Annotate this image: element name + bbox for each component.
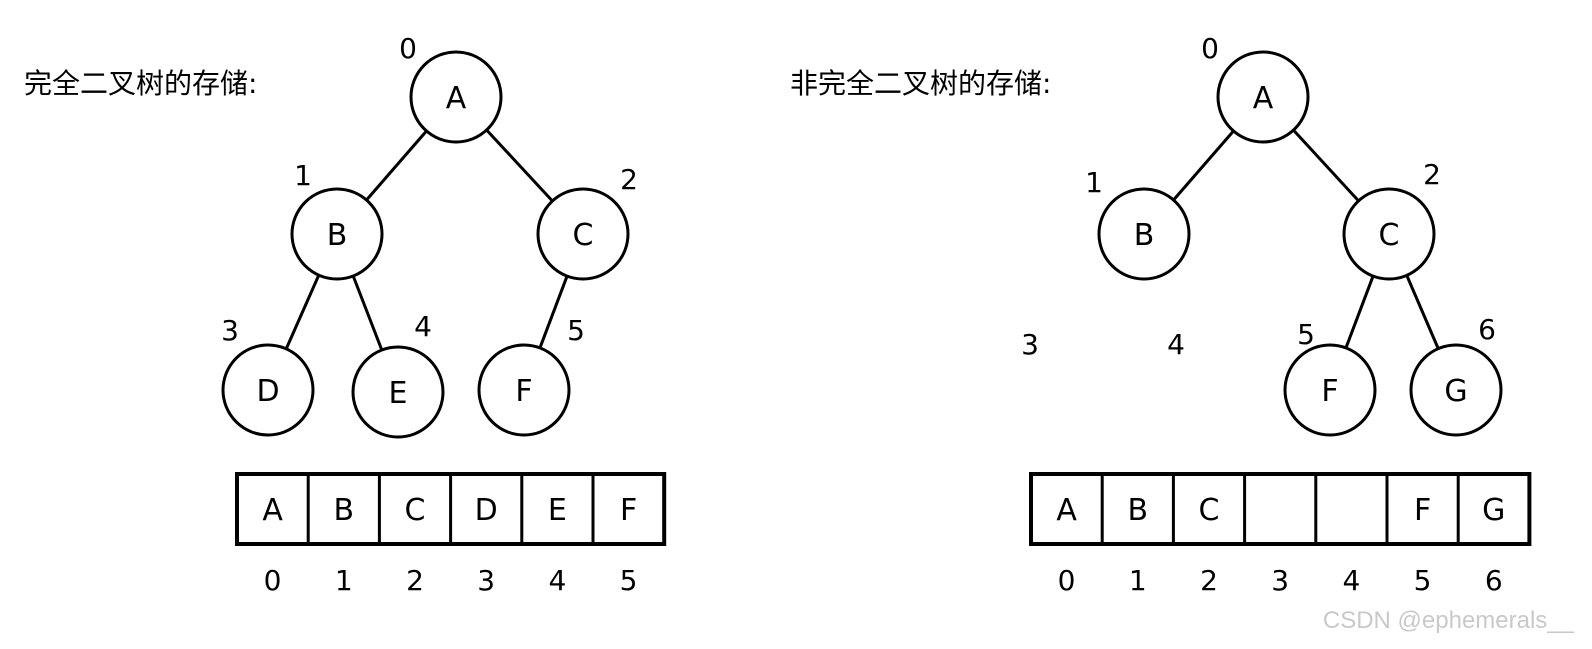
right-array-cell-value: C: [1199, 493, 1220, 528]
right-node-B: B: [1097, 187, 1191, 281]
left-node-E: E: [351, 345, 445, 439]
right-edge-C-F: [1344, 275, 1375, 349]
right-array-index: 1: [1129, 564, 1147, 597]
left-edge-A-B: [365, 129, 428, 202]
right-node-C: C: [1342, 187, 1436, 281]
right-array-index: 4: [1342, 564, 1360, 597]
left-edge-B-D: [284, 274, 321, 350]
right-node-A: A: [1216, 50, 1310, 144]
left-array-index: 4: [548, 564, 566, 597]
right-title: 非完全二叉树的存储:: [790, 67, 1052, 100]
left-node-label: D: [256, 374, 279, 409]
left-node-index: 2: [620, 163, 638, 196]
right-node-G: G: [1409, 343, 1503, 437]
left-edge-C-F: [538, 275, 569, 349]
left-array-index: 3: [477, 564, 495, 597]
left-array-cell-value: C: [405, 493, 426, 528]
right-array-cell-value: F: [1414, 493, 1431, 528]
left-node-B: B: [290, 187, 384, 281]
left-title: 完全二叉树的存储:: [24, 67, 258, 100]
left-tree-edges: [284, 128, 569, 351]
right-array-cell-value: B: [1128, 493, 1149, 528]
right-array-cell-value: A: [1056, 493, 1077, 528]
left-array-index: 5: [620, 564, 638, 597]
right-node-label: F: [1321, 374, 1338, 409]
left-node-label: B: [327, 218, 348, 253]
left-node-F: F: [477, 343, 571, 437]
left-node-index: 0: [399, 32, 417, 65]
right-array-index: 0: [1058, 564, 1076, 597]
right-node-label: B: [1134, 218, 1155, 253]
right-node-index: 4: [1167, 328, 1185, 361]
right-array-cell-value: G: [1482, 493, 1505, 528]
right-array-index: 5: [1414, 564, 1432, 597]
left-node-D: D: [221, 343, 315, 437]
left-node-label: F: [515, 374, 532, 409]
right-array-border: [1029, 472, 1532, 546]
left-array-cell-value: B: [334, 493, 355, 528]
left-node-index: 1: [294, 159, 312, 192]
left-array-cell-value: D: [475, 493, 498, 528]
left-node-label: C: [573, 218, 594, 253]
left-edge-A-C: [485, 128, 554, 203]
right-node-index: 6: [1478, 313, 1496, 346]
right-node-label: A: [1253, 81, 1274, 116]
left-node-label: A: [446, 81, 467, 116]
left-node-C: C: [536, 187, 630, 281]
right-array-index: 2: [1200, 564, 1218, 597]
right-node-index: 2: [1423, 158, 1441, 191]
right-node-F: F: [1283, 343, 1377, 437]
left-node-index: 3: [221, 314, 239, 347]
right-edge-A-B: [1172, 129, 1235, 202]
left-node-index: 4: [414, 310, 432, 343]
right-edge-C-G: [1405, 274, 1440, 350]
watermark: CSDN @ephemerals__: [1322, 607, 1574, 634]
right-tree-edges: [1172, 129, 1440, 350]
right-edge-A-C: [1292, 129, 1360, 202]
left-array-cell-value: F: [620, 493, 637, 528]
left-storage-array: A 0 B 1 C 2 D 3 E 4 F 5: [235, 472, 667, 597]
right-node-label: C: [1379, 218, 1400, 253]
right-node-index: 3: [1021, 328, 1039, 361]
left-array-cell-value: E: [548, 493, 567, 528]
right-storage-array: A 0 B 1 C 2 3 4 F 5 G 6: [1029, 472, 1532, 597]
left-node-label: E: [389, 376, 408, 411]
left-node-index: 5: [567, 314, 585, 347]
right-node-index: 1: [1085, 166, 1103, 199]
right-node-index: 5: [1297, 318, 1315, 351]
left-array-cell-value: A: [262, 493, 283, 528]
right-array-index: 3: [1271, 564, 1289, 597]
left-edge-B-E: [351, 275, 384, 351]
left-array-index: 2: [406, 564, 424, 597]
left-node-A: A: [409, 50, 503, 144]
right-array-index: 6: [1485, 564, 1503, 597]
left-array-index: 0: [264, 564, 282, 597]
right-node-label: G: [1444, 374, 1467, 409]
right-node-index: 0: [1201, 32, 1219, 65]
left-array-index: 1: [335, 564, 353, 597]
